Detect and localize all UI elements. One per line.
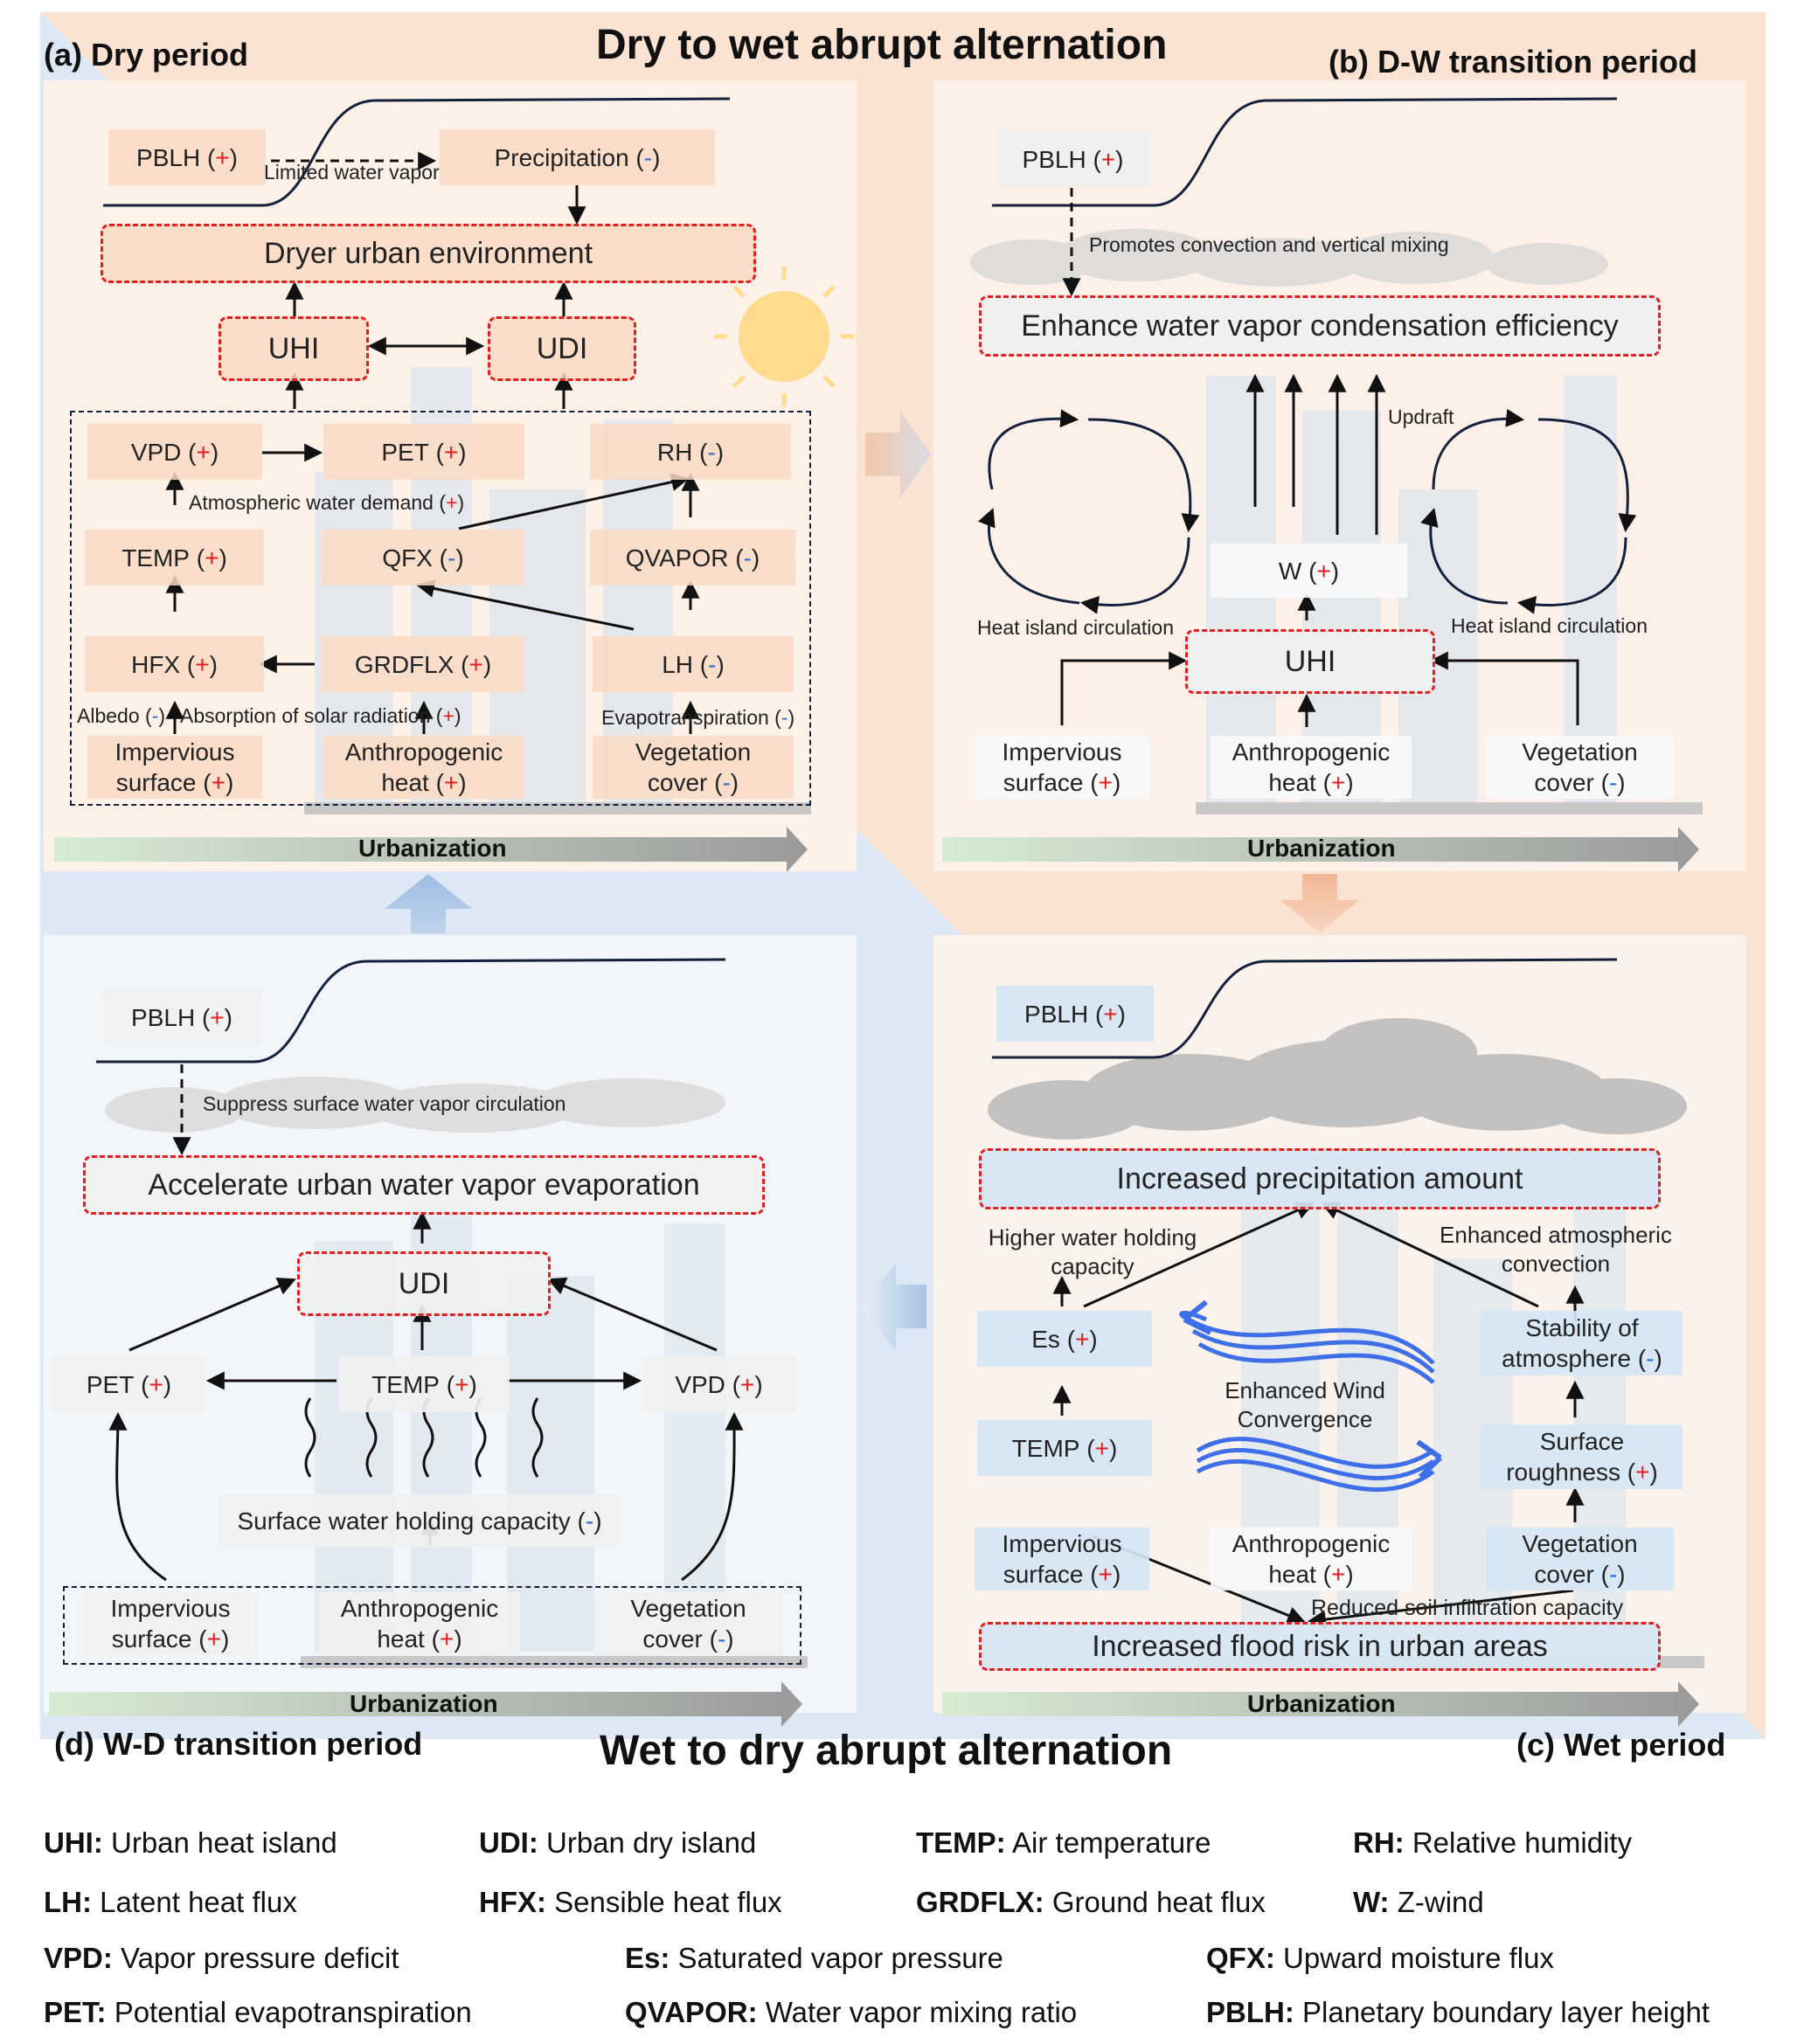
limited-water-vapor-label: Limited water vapor xyxy=(264,161,440,184)
heat-island-circulation-right: Heat island circulation xyxy=(1451,614,1648,637)
legend-vpd: VPD: Vapor pressure deficit xyxy=(44,1942,399,1974)
stability-box-c: Stability of atmosphere (-) xyxy=(1481,1311,1683,1375)
grdflx-box-a: GRDFLX (+) xyxy=(322,636,524,692)
legend-uhi: UHI: Urban heat island xyxy=(44,1826,337,1859)
temp-box-a: TEMP (+) xyxy=(85,530,264,585)
bottom-title: Wet to dry abrupt alternation xyxy=(600,1728,1173,1774)
enhanced-wind-label: Enhanced Wind Convergence xyxy=(1225,1377,1385,1432)
albedo-label: Albedo (-) xyxy=(77,704,166,727)
wind-arrows-icon xyxy=(1179,1299,1443,1492)
panel-b-title: (b) D-W transition period xyxy=(1329,44,1697,80)
arrow-a-to-b xyxy=(865,411,931,498)
impervious-surface-box-c: Impervious surface (+) xyxy=(975,1528,1149,1590)
hfx-box-a: HFX (+) xyxy=(85,636,264,692)
urbanization-label-d: Urbanization xyxy=(350,1690,498,1717)
legend-grdflx: GRDFLX: Ground heat flux xyxy=(916,1886,1266,1918)
anthropogenic-heat-box-c: Anthropogenic heat (+) xyxy=(1211,1528,1412,1590)
es-box-c: Es (+) xyxy=(977,1311,1152,1367)
pblh-box-a: PBLH (+) xyxy=(108,129,266,185)
temp-box-c: TEMP (+) xyxy=(977,1420,1152,1476)
vpd-box-a: VPD (+) xyxy=(87,424,262,480)
vpd-box-d: VPD (+) xyxy=(642,1356,795,1412)
impervious-surface-box-b: Impervious surface (+) xyxy=(975,736,1149,799)
panel-a-title: (a) Dry period xyxy=(44,37,249,73)
temp-box-d: TEMP (+) xyxy=(339,1356,510,1412)
legend-es: Es: Saturated vapor pressure xyxy=(625,1942,1003,1974)
panel-d-source-frame xyxy=(63,1586,801,1665)
anthropogenic-heat-box-b: Anthropogenic heat (+) xyxy=(1211,736,1412,799)
pet-box-d: PET (+) xyxy=(52,1356,205,1412)
legend-udi: UDI: Urban dry island xyxy=(479,1826,757,1859)
uhi-box-a: UHI xyxy=(219,316,369,381)
rh-box-a: RH (-) xyxy=(590,424,791,480)
promotes-convection-label: Promotes convection and vertical mixing xyxy=(1089,233,1449,256)
vegetation-cover-box-b: Vegetation cover (-) xyxy=(1486,736,1674,799)
w-box-b: W (+) xyxy=(1211,544,1407,598)
impervious-surface-box-d: Impervious surface (+) xyxy=(83,1592,258,1655)
legend-temp: TEMP: Air temperature xyxy=(916,1826,1211,1859)
atmospheric-water-demand-label: Atmospheric water demand (+) xyxy=(189,491,465,514)
udi-box-a: UDI xyxy=(488,316,636,381)
impervious-surface-box-a: Impervious surface (+) xyxy=(87,736,262,799)
legend-pet: PET: Potential evapotranspiration xyxy=(44,1996,472,2028)
vegetation-cover-box-c: Vegetation cover (-) xyxy=(1486,1528,1674,1590)
legend-hfx: HFX: Sensible heat flux xyxy=(479,1886,782,1918)
pblh-box-c: PBLH (+) xyxy=(996,986,1154,1042)
panel-d-title: (d) W-D transition period xyxy=(54,1726,423,1762)
heat-island-circulation-left: Heat island circulation xyxy=(977,616,1175,639)
legend-rh: RH: Relative humidity xyxy=(1353,1826,1633,1859)
surface-water-holding-box: Surface water holding capacity (-) xyxy=(219,1494,621,1547)
precipitation-box-a: Precipitation (-) xyxy=(440,129,715,185)
udi-box-d: UDI xyxy=(297,1251,551,1316)
legend-qvapor: QVAPOR: Water vapor mixing ratio xyxy=(625,1996,1078,2028)
evapotranspiration-label: Evapotranspiration (-) xyxy=(601,706,795,729)
panel-c-title: (c) Wet period xyxy=(1516,1727,1726,1763)
qfx-box-a: QFX (-) xyxy=(322,530,524,585)
pblh-box-d: PBLH (+) xyxy=(103,989,260,1045)
higher-water-holding-label: Higher water holding capacity xyxy=(988,1224,1197,1279)
flood-risk-box: Increased flood risk in urban areas xyxy=(979,1622,1661,1671)
accelerate-evaporation-box: Accelerate urban water vapor evaporation xyxy=(83,1155,765,1215)
reduced-soil-infiltration-label: Reduced soil infiltration capacity xyxy=(1311,1596,1624,1620)
legend-qfx: QFX: Upward moisture flux xyxy=(1206,1942,1554,1974)
uhi-box-b: UHI xyxy=(1185,629,1435,694)
pet-box-a: PET (+) xyxy=(323,424,524,480)
urbanization-label-a: Urbanization xyxy=(358,835,507,862)
updraft-label: Updraft xyxy=(1388,405,1454,428)
suppress-circulation-label: Suppress surface water vapor circulation xyxy=(203,1092,566,1115)
legend-w: W: Z-wind xyxy=(1353,1886,1484,1918)
increased-precipitation-box: Increased precipitation amount xyxy=(979,1148,1661,1209)
lh-box-a: LH (-) xyxy=(593,636,794,692)
dryer-urban-environment-box: Dryer urban environment xyxy=(101,224,756,283)
pblh-box-b: PBLH (+) xyxy=(996,131,1149,187)
arrow-d-to-a xyxy=(385,874,472,933)
urbanization-label-c: Urbanization xyxy=(1247,1690,1396,1717)
surface-roughness-box-c: Surface roughness (+) xyxy=(1481,1424,1683,1489)
arrow-c-to-d xyxy=(861,1263,926,1350)
qvapor-box-a: QVAPOR (-) xyxy=(590,530,795,585)
vegetation-cover-box-d: Vegetation cover (-) xyxy=(594,1592,782,1655)
legend-lh: LH: Latent heat flux xyxy=(44,1886,297,1918)
anthropogenic-heat-box-a: Anthropogenic heat (+) xyxy=(323,736,524,799)
urbanization-label-b: Urbanization xyxy=(1247,835,1396,862)
enhance-condensation-box: Enhance water vapor condensation efficie… xyxy=(979,295,1661,357)
vegetation-cover-box-a: Vegetation cover (-) xyxy=(593,736,794,799)
arrow-b-to-c xyxy=(1280,874,1359,933)
legend-pblh: PBLH: Planetary boundary layer height xyxy=(1206,1996,1710,2028)
panel-a-mechanism-frame xyxy=(70,411,811,806)
enhanced-convection-label: Enhanced atmospheric convection xyxy=(1440,1222,1672,1277)
absorption-label: Absorption of solar radiation (+) xyxy=(180,704,461,727)
urbanization-bars xyxy=(49,827,1699,1727)
anthropogenic-heat-box-d: Anthropogenic heat (+) xyxy=(319,1592,520,1655)
sun-icon xyxy=(714,267,854,406)
top-title: Dry to wet abrupt alternation xyxy=(596,22,1168,68)
